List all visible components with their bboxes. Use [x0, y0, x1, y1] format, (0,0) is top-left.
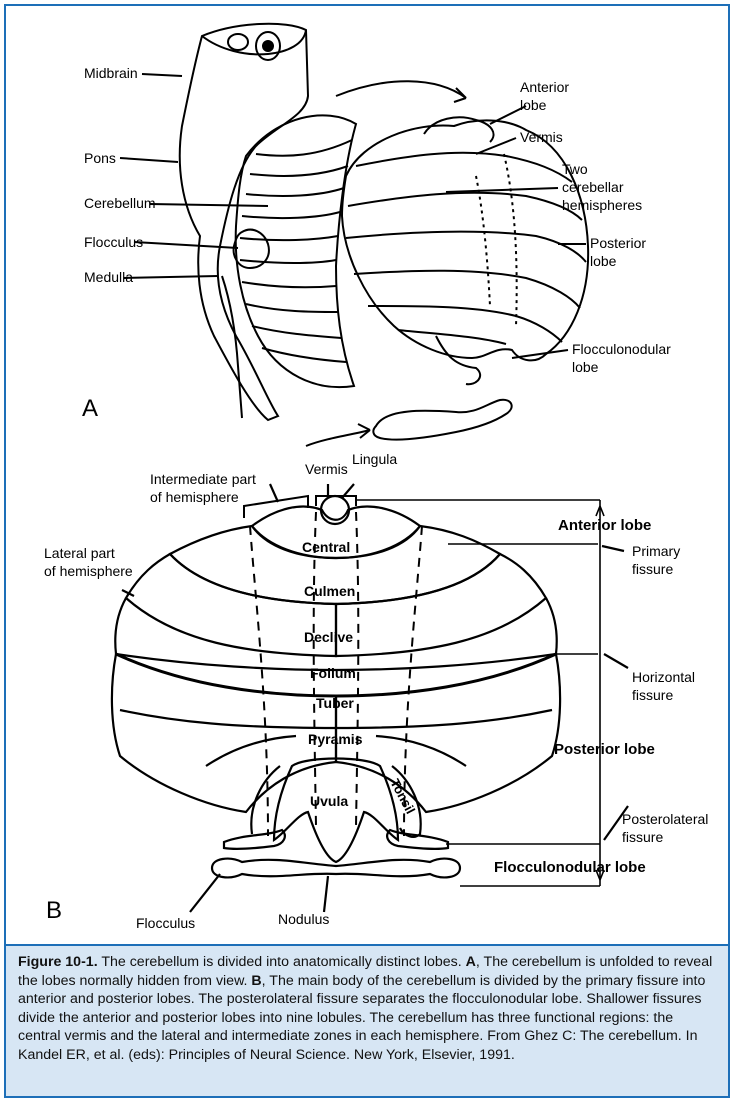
caption-sentence-1: The cerebellum is divided into anatomica… [98, 954, 466, 970]
label-posterior-lobe: Posterior lobe [554, 741, 655, 758]
brainstem-outline [180, 24, 308, 420]
label-anterior-2: lobe [520, 97, 547, 113]
hemisphere-lower-left [112, 654, 336, 812]
label-vermis-b: Vermis [305, 461, 348, 477]
label-midbrain: Midbrain [84, 65, 138, 81]
panel-b-letter: B [46, 897, 62, 924]
label-flocculonodular-2: lobe [572, 359, 599, 375]
label-intermediate-2: of hemisphere [150, 489, 239, 505]
label-lateral-2: of hemisphere [44, 563, 133, 579]
caption-ref-b: B [251, 973, 261, 989]
label-anterior-lobe: Anterior lobe [558, 517, 651, 534]
label-posterior-1: Posterior [590, 235, 646, 251]
label-folium: Folium [310, 665, 356, 681]
panel-b-labels: Vermis Lingula Intermediate part of hemi… [44, 451, 708, 931]
label-cerebellar: cerebellar [562, 179, 624, 195]
label-cerebellum: Cerebellum [84, 195, 156, 211]
label-horizontal-1: Horizontal [632, 669, 695, 685]
figure-illustration: Midbrain Pons Cerebellum Flocculus Medul… [6, 6, 728, 944]
hemisphere-upper-right [336, 554, 546, 656]
label-anterior-1: Anterior [520, 79, 569, 95]
label-uvula: Uvula [310, 793, 348, 809]
label-posterior-2: lobe [590, 253, 617, 269]
label-hemispheres: hemispheres [562, 197, 642, 213]
label-flocculus-a: Flocculus [84, 234, 143, 250]
label-tuber: Tuber [316, 695, 354, 711]
label-posterolateral-1: Posterolateral [622, 811, 708, 827]
label-intermediate-1: Intermediate part [150, 471, 256, 487]
caption-title: Figure 10-1. [18, 954, 98, 970]
label-flocculonodular-lobe: Flocculonodular lobe [494, 859, 646, 876]
flocculus-a [234, 230, 269, 268]
hemisphere-lower-right [336, 654, 560, 812]
label-horizontal-2: fissure [632, 687, 673, 703]
label-vermis-a: Vermis [520, 129, 563, 145]
panel-a-letter: A [82, 395, 98, 422]
label-medulla: Medulla [84, 269, 133, 285]
label-lateral-1: Lateral part [44, 545, 115, 561]
label-declive: Declive [304, 629, 353, 645]
label-primary-1: Primary [632, 543, 680, 559]
figure-caption: Figure 10-1. The cerebellum is divided i… [6, 944, 728, 1096]
label-pyramis: Pyramis [308, 731, 363, 747]
caption-ref-a: A [466, 954, 476, 970]
label-primary-2: fissure [632, 561, 673, 577]
label-flocculonodular-1: Flocculonodular [572, 341, 671, 357]
label-central: Central [302, 539, 350, 555]
flocculonodular-a [373, 400, 511, 440]
panel-a-drawing [120, 24, 588, 446]
figure-frame: Midbrain Pons Cerebellum Flocculus Medul… [4, 4, 730, 1098]
label-flocculus-b: Flocculus [136, 915, 195, 931]
label-two: Two [562, 161, 588, 177]
label-lingula: Lingula [352, 451, 397, 467]
label-culmen: Culmen [304, 583, 355, 599]
label-nodulus: Nodulus [278, 911, 329, 927]
label-posterolateral-2: fissure [622, 829, 663, 845]
panel-b-drawing [112, 484, 628, 912]
label-pons: Pons [84, 150, 116, 166]
